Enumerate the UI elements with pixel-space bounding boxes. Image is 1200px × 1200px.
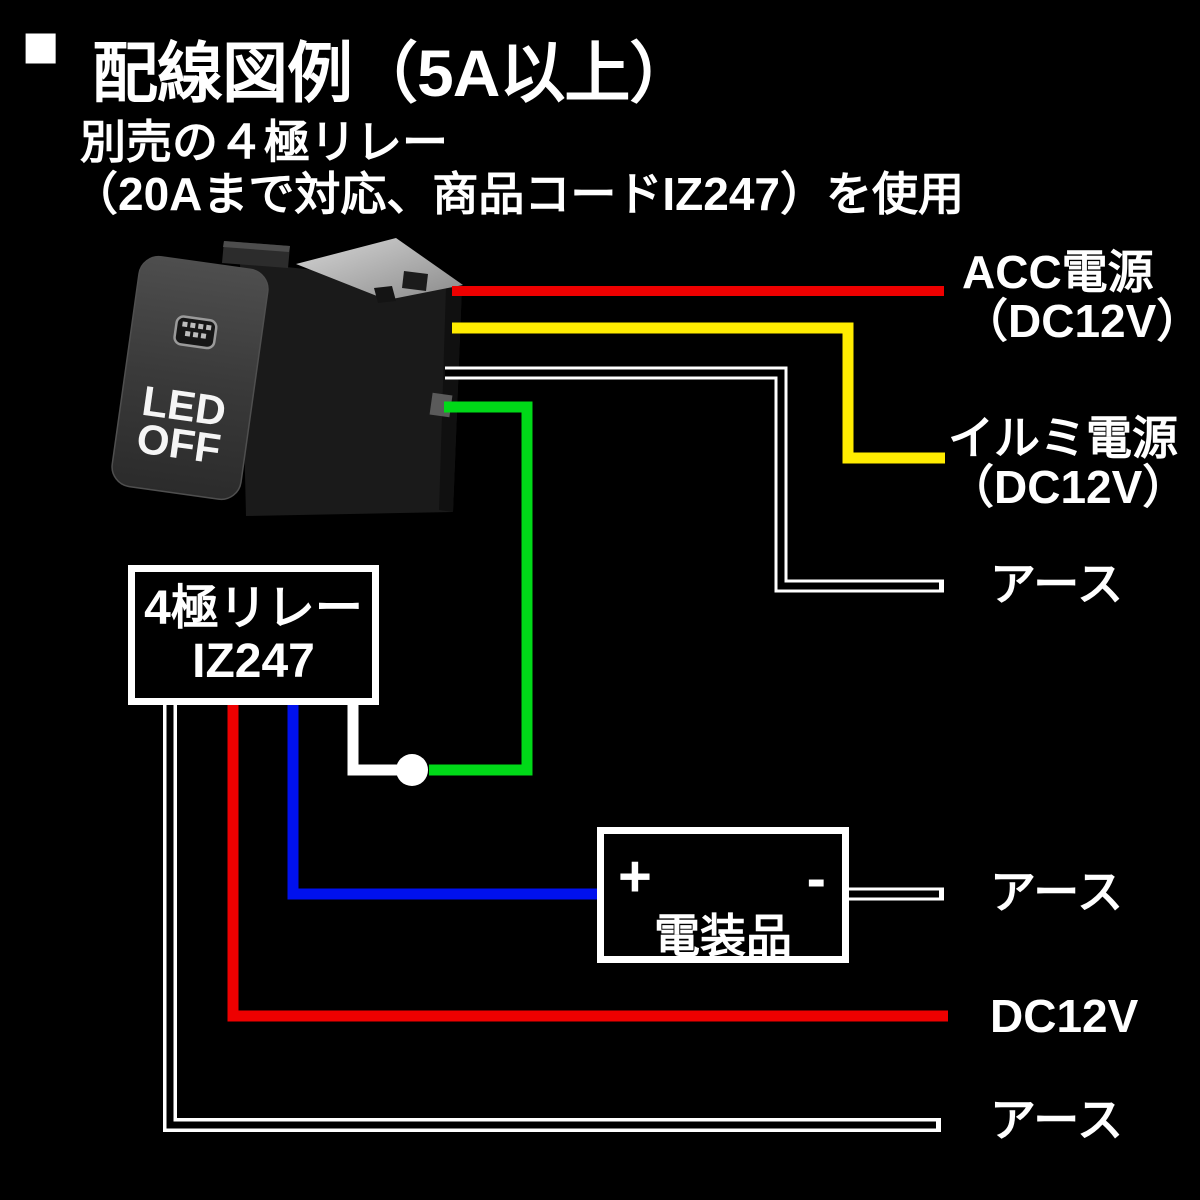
relay-box: 4極リレー IZ247 xyxy=(128,565,379,705)
illumi-power-label-line2: （DC12V） xyxy=(948,461,1189,513)
switch-led-dots xyxy=(182,321,212,339)
earth-wire-switch-inner xyxy=(445,369,939,590)
device-box-label: 電装品 xyxy=(654,910,792,962)
earth-label-device: アース xyxy=(990,866,1123,918)
subtitle-line1: 別売の４極リレー xyxy=(80,116,448,168)
earth-label-switch: アース xyxy=(990,558,1123,610)
device-plus-terminal: + xyxy=(618,844,652,909)
relay-box-line1: 4極リレー xyxy=(144,582,363,635)
illumi-power-label: イルミ電源 （DC12V） xyxy=(948,414,1188,512)
illumi-wire xyxy=(452,322,945,464)
acc-power-label-line1: ACC電源 xyxy=(962,246,1154,298)
switch-top-step xyxy=(374,286,396,303)
dc12v-label: DC12V xyxy=(990,990,1139,1042)
switch-body xyxy=(240,262,462,516)
device-minus-terminal: - xyxy=(806,846,826,911)
subtitle-line2: （20Aまで対応、商品コードIZ247）を使用 xyxy=(72,168,965,220)
plus-wire xyxy=(287,698,602,900)
led-wire xyxy=(429,401,533,776)
illumi-power-label-line1: イルミ電源 xyxy=(948,412,1178,464)
acc-power-label-line2: （DC12V） xyxy=(962,295,1200,347)
junction-dot xyxy=(396,754,428,786)
switch-led-text-line2: OFF xyxy=(134,414,224,472)
switch-mount-tab-highlight xyxy=(223,241,290,252)
earth-wire-relay-inner xyxy=(166,698,936,1129)
relay-junction-wire xyxy=(347,700,404,776)
switch-front-face xyxy=(111,255,269,501)
switch-photo: LED OFF xyxy=(111,238,463,516)
acc-power-label: ACC電源 （DC12V） xyxy=(962,248,1200,346)
earth-label-relay: アース xyxy=(990,1094,1123,1146)
switch-led-text-line1: LED xyxy=(139,377,229,435)
page-title: 配線図例（5A以上） xyxy=(92,36,695,110)
device-box: + - 電装品 xyxy=(597,827,849,963)
title-bullet-icon: ■ xyxy=(22,12,60,81)
dc12v-wire xyxy=(227,698,948,1022)
relay-box-line2: IZ247 xyxy=(192,635,315,688)
switch-top-notch xyxy=(402,271,428,291)
